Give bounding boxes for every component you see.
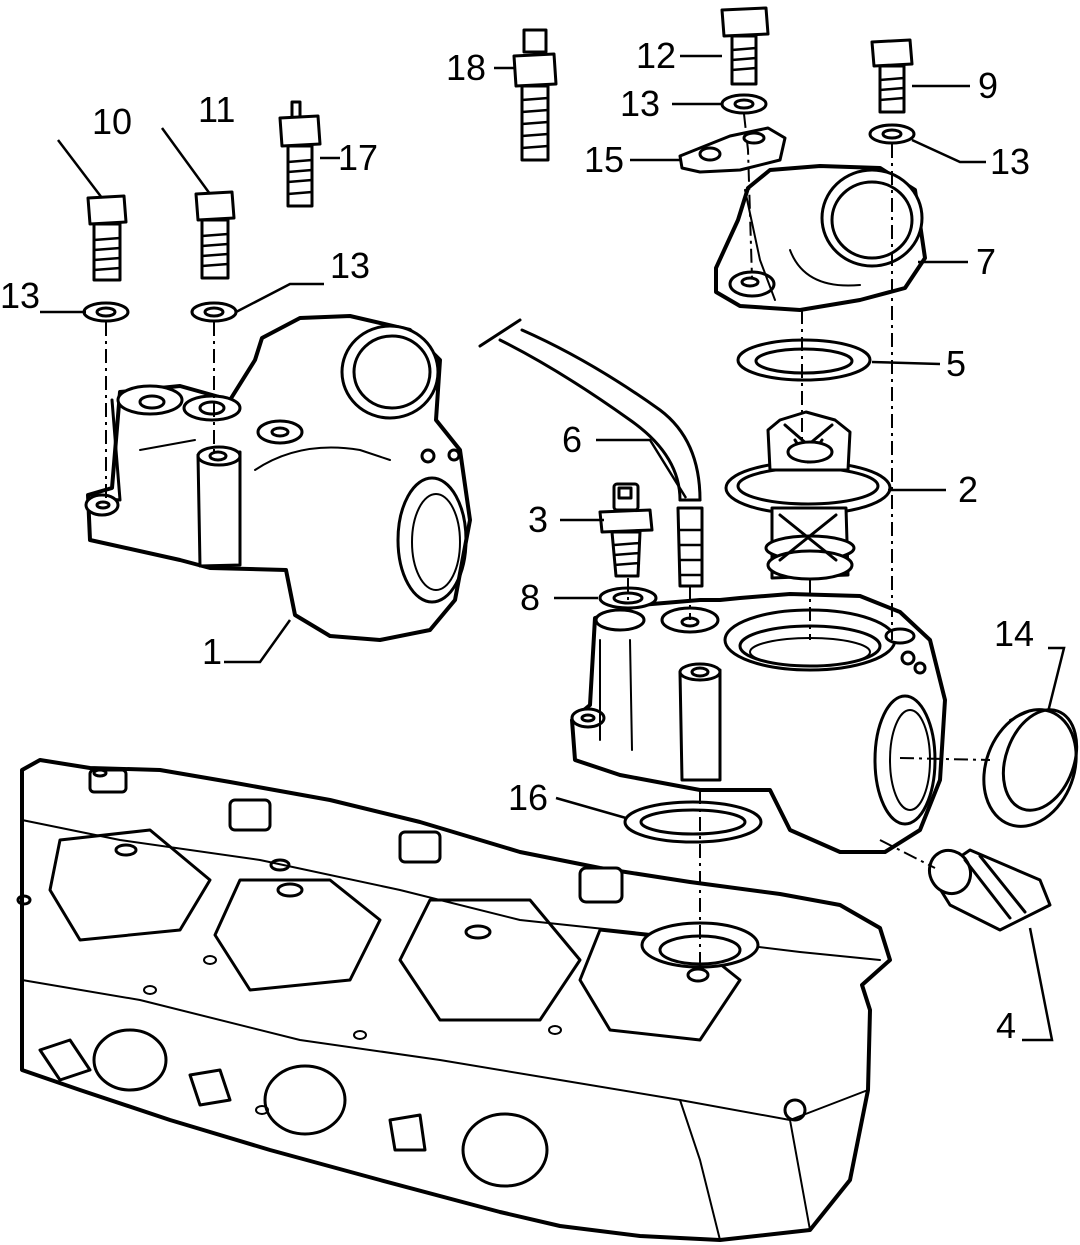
label-7: 7 (976, 241, 996, 282)
washer-13-top (720, 93, 768, 115)
label-13-top: 13 (620, 83, 660, 124)
label-16: 16 (508, 777, 548, 818)
label-13-mid: 13 (330, 245, 370, 286)
label-17: 17 (338, 137, 378, 178)
label-9: 9 (978, 65, 998, 106)
label-1: 1 (202, 631, 222, 672)
bolt-11 (194, 190, 236, 280)
cylinder-head (16, 758, 892, 1242)
bolt-9 (870, 38, 914, 114)
label-3: 3 (528, 499, 548, 540)
label-6: 6 (562, 419, 582, 460)
label-8: 8 (520, 577, 540, 618)
bolt-12 (720, 6, 770, 86)
stud-17 (278, 100, 322, 208)
alignment-lines (105, 113, 991, 970)
label-4: 4 (996, 1005, 1016, 1046)
pipe-sleeve (927, 848, 1052, 932)
label-10: 10 (92, 101, 132, 142)
leader-lines (40, 54, 1066, 1042)
stud-18 (512, 28, 558, 162)
label-12: 12 (636, 35, 676, 76)
label-2: 2 (958, 469, 978, 510)
label-5: 5 (946, 343, 966, 384)
cover-gasket (736, 338, 872, 382)
sealing-cap (982, 708, 1079, 828)
washer-13-left (82, 301, 130, 323)
label-18: 18 (446, 47, 486, 88)
label-13-left: 13 (0, 275, 40, 316)
label-13-right: 13 (990, 141, 1030, 182)
label-11: 11 (198, 89, 235, 130)
bracket (678, 126, 787, 174)
washer-13-right (868, 123, 916, 145)
thermostat-housing-assembled (84, 314, 472, 642)
label-15: 15 (584, 139, 624, 180)
housing-gasket (623, 800, 763, 844)
hose (478, 318, 702, 502)
bolt-10 (86, 194, 128, 282)
part-labels: 1 2 3 4 5 6 7 8 9 10 11 12 13 13 13 13 1… (0, 35, 1034, 1046)
thermostat-housing-right (570, 592, 947, 854)
hose-nipple (676, 506, 704, 588)
temperature-sensor (598, 482, 654, 578)
label-14: 14 (994, 613, 1034, 654)
washer-13-mid (190, 301, 238, 323)
thermostat-cover (714, 164, 927, 312)
thermostat (724, 410, 892, 581)
